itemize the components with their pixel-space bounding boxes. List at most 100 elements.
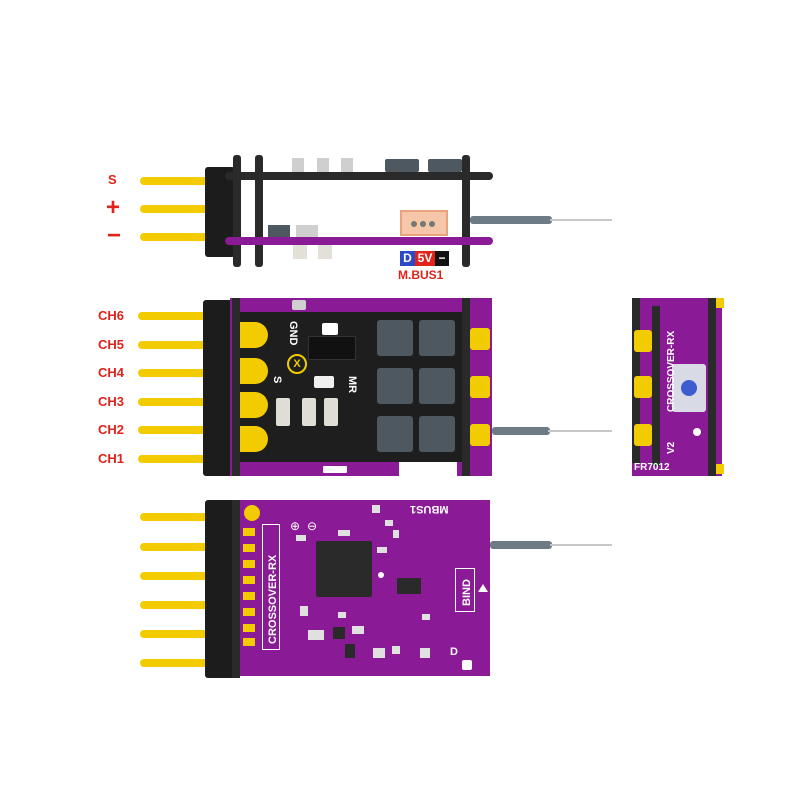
solder-pad xyxy=(470,376,490,398)
component xyxy=(373,648,385,658)
antenna-core xyxy=(492,427,550,435)
silk-mr-label: MR xyxy=(346,376,358,393)
component xyxy=(428,159,462,172)
component xyxy=(399,462,457,476)
component xyxy=(268,225,290,237)
component xyxy=(462,660,472,670)
solder-pad xyxy=(634,376,652,398)
solder-pad xyxy=(634,330,652,352)
silk-s: S xyxy=(271,376,283,383)
solder-pad xyxy=(716,298,724,308)
header-pin xyxy=(140,205,212,213)
component xyxy=(422,614,430,620)
plus-symbol: ⊕ xyxy=(290,519,301,533)
header-pin xyxy=(140,572,212,580)
header-pin xyxy=(140,659,212,667)
component xyxy=(296,535,306,541)
bind-box[interactable] xyxy=(455,568,475,612)
component xyxy=(314,376,334,388)
bind-button[interactable] xyxy=(681,380,697,396)
mcu-chip xyxy=(316,541,372,597)
solder-pad xyxy=(240,322,268,348)
header-pin xyxy=(138,398,210,406)
component xyxy=(352,626,364,634)
mbus-label: M.BUS1 xyxy=(398,268,444,282)
pin-label-minus: − xyxy=(107,222,122,249)
solder-pad xyxy=(716,464,724,474)
mbus-connector xyxy=(400,210,448,236)
component xyxy=(317,158,329,172)
end-version: V2 xyxy=(666,441,677,454)
back-name: CROSSOVER-RX xyxy=(267,554,279,644)
component xyxy=(397,578,421,594)
bind-button-housing xyxy=(672,364,706,412)
frame-bar xyxy=(462,298,470,476)
pin-label-signal: S xyxy=(108,172,117,187)
header-pin xyxy=(140,543,212,551)
component xyxy=(323,466,347,473)
name-box xyxy=(262,524,280,650)
channel-label-ch3: CH3 xyxy=(98,394,125,409)
end-version-label: V2 xyxy=(666,441,677,454)
solder-pad xyxy=(244,505,260,521)
antenna-wire xyxy=(550,219,612,221)
d-label: D xyxy=(450,646,458,658)
model-number: FR7012 xyxy=(634,462,670,473)
component xyxy=(293,245,307,259)
regulator-chip xyxy=(308,336,356,360)
pin-map-minus: − xyxy=(435,251,449,266)
component xyxy=(292,300,306,310)
frame-bar xyxy=(232,298,240,476)
component xyxy=(341,158,353,172)
component xyxy=(324,398,338,426)
header-pin xyxy=(138,369,210,377)
led xyxy=(693,428,701,436)
silk-mr: MR xyxy=(346,376,358,393)
component xyxy=(378,572,384,578)
antenna-wire xyxy=(548,430,612,432)
shield-block xyxy=(377,416,413,452)
pin-map-d: D xyxy=(400,251,415,266)
solder-pad xyxy=(240,426,268,452)
frame-bar xyxy=(652,306,660,466)
component xyxy=(345,644,355,658)
component xyxy=(338,612,346,618)
minus-symbol: ⊖ xyxy=(307,519,318,533)
channel-label-ch6: CH6 xyxy=(98,308,125,323)
antenna-wire xyxy=(550,544,612,546)
silk-s-label: S xyxy=(271,376,283,383)
component xyxy=(392,646,400,654)
header-pin xyxy=(140,513,212,521)
shield-block xyxy=(419,320,455,356)
solder-pad xyxy=(470,328,490,350)
bind-label: BIND xyxy=(461,579,473,606)
header-pin xyxy=(140,630,212,638)
silk-gnd: GND xyxy=(287,321,299,346)
solder-pad xyxy=(634,424,652,446)
antenna-core xyxy=(470,216,552,224)
shield-block xyxy=(419,416,455,452)
header-pin xyxy=(140,601,212,609)
component xyxy=(318,245,332,259)
component xyxy=(338,530,350,536)
shield-block xyxy=(419,368,455,404)
component xyxy=(385,159,419,172)
component xyxy=(296,225,318,237)
component xyxy=(308,630,324,640)
component xyxy=(322,323,338,335)
component xyxy=(302,398,316,426)
antenna-core xyxy=(490,541,552,549)
channel-label-ch4: CH4 xyxy=(98,365,125,380)
pcb-edge xyxy=(225,237,493,245)
solder-pad xyxy=(240,392,268,418)
mbus-label: MBUS1 xyxy=(410,503,449,515)
frame-bar xyxy=(708,298,716,476)
component xyxy=(300,606,308,616)
component xyxy=(393,530,399,538)
frame-bar xyxy=(233,155,241,267)
pin-label-plus: + xyxy=(106,194,121,221)
component xyxy=(385,520,393,526)
frame-bar xyxy=(462,155,470,267)
header-pin xyxy=(138,455,210,463)
frame-bar xyxy=(232,500,240,678)
